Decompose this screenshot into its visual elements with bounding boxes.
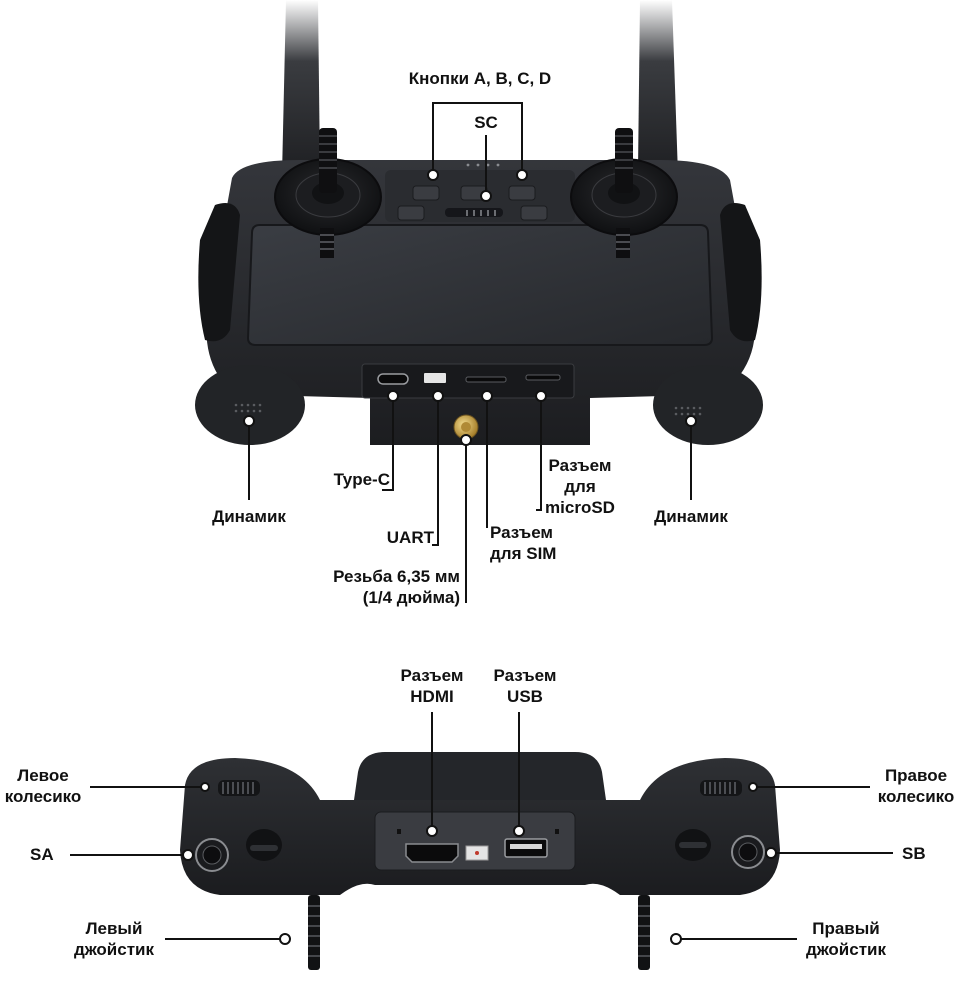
leader-uart	[432, 397, 439, 546]
bottom-leader-lines	[70, 712, 893, 940]
label-right-wheel: Правое колесико	[872, 765, 960, 807]
label-microsd-line3: microSD	[545, 498, 615, 517]
label-microsd-line1: Разъем	[548, 456, 612, 475]
hdmi-port	[405, 843, 459, 863]
label-speaker-right: Динамик	[654, 507, 728, 526]
bottom-controller	[180, 752, 780, 970]
label-right-stick-line1: Правый	[812, 919, 880, 938]
label-right-stick-line2: джойстик	[806, 940, 886, 959]
sim-slot	[465, 376, 507, 383]
leader-buttons	[432, 102, 523, 175]
label-thread-line2: (1/4 дюйма)	[362, 588, 460, 607]
label-sim: Разъем для SIM	[490, 522, 556, 564]
button-d	[397, 205, 425, 221]
status-leds	[466, 163, 500, 167]
right-stick-top	[570, 128, 678, 258]
bottom-leader-dots	[182, 782, 777, 945]
right-speaker-grille	[674, 406, 702, 416]
sb-knob	[731, 835, 765, 869]
label-left-stick: Левый джойстик	[62, 918, 166, 960]
right-grip	[720, 202, 762, 342]
leader-microsd	[536, 397, 542, 511]
right-side-button	[675, 829, 711, 861]
left-stick-top	[274, 128, 382, 258]
type-c-port	[377, 373, 409, 385]
left-stick-bottom	[308, 895, 320, 970]
label-usb-line2: USB	[507, 687, 543, 706]
button-a	[412, 185, 440, 201]
label-microsd: Разъем для microSD	[535, 455, 625, 518]
label-left-stick-line2: джойстик	[74, 940, 154, 959]
label-usb-line1: Разъем	[493, 666, 557, 685]
label-microsd-line2: для	[564, 477, 596, 496]
right-speaker-bulge	[653, 365, 763, 445]
label-left-wheel: Левое колесико	[0, 765, 86, 807]
button-c	[508, 185, 536, 201]
label-right-wheel-line2: колесико	[877, 787, 955, 806]
label-buttons-abcd: Кнопки A, B, C, D	[408, 69, 552, 88]
label-type-c: Type-C	[333, 470, 390, 489]
label-sa: SA	[30, 845, 54, 864]
left-speaker-grille	[234, 403, 262, 413]
left-speaker-bulge	[195, 365, 305, 445]
label-hdmi-line2: HDMI	[410, 687, 454, 706]
label-speaker-left: Динамик	[212, 507, 286, 526]
right-antenna	[638, 0, 678, 175]
label-thread-line1: Резьба 6,35 мм	[333, 567, 460, 586]
right-wheel	[700, 780, 742, 796]
sa-knob	[195, 838, 229, 872]
leader-type-c	[382, 397, 394, 491]
microsd-slot	[525, 374, 561, 381]
left-antenna	[282, 0, 320, 175]
label-thread: Резьба 6,35 мм (1/4 дюйма)	[280, 566, 460, 608]
rear-lid	[354, 752, 606, 800]
right-stick-bottom	[638, 895, 650, 970]
screen	[246, 224, 714, 346]
label-left-wheel-line2: колесико	[4, 787, 82, 806]
top-controller	[195, 0, 763, 445]
label-sim-line1: Разъем	[490, 523, 554, 542]
left-grip	[198, 202, 240, 342]
label-right-wheel-line1: Правое	[884, 766, 948, 785]
top-leader-lines	[248, 102, 692, 603]
label-uart: UART	[386, 528, 434, 547]
label-left-stick-line1: Левый	[85, 919, 143, 938]
label-sb: SB	[902, 844, 926, 863]
left-side-button	[246, 829, 282, 861]
label-sc: SC	[474, 113, 498, 132]
label-hdmi: Разъем HDMI	[385, 665, 479, 707]
label-hdmi-line1: Разъем	[400, 666, 464, 685]
left-wheel	[218, 780, 260, 796]
top-leader-dots	[243, 169, 697, 446]
label-usb: Разъем USB	[478, 665, 572, 707]
label-sim-line2: для SIM	[490, 544, 557, 563]
label-right-stick: Правый джойстик	[794, 918, 898, 960]
label-left-wheel-line1: Левое	[17, 766, 69, 785]
button-e	[520, 205, 548, 221]
uart-port	[424, 373, 446, 383]
